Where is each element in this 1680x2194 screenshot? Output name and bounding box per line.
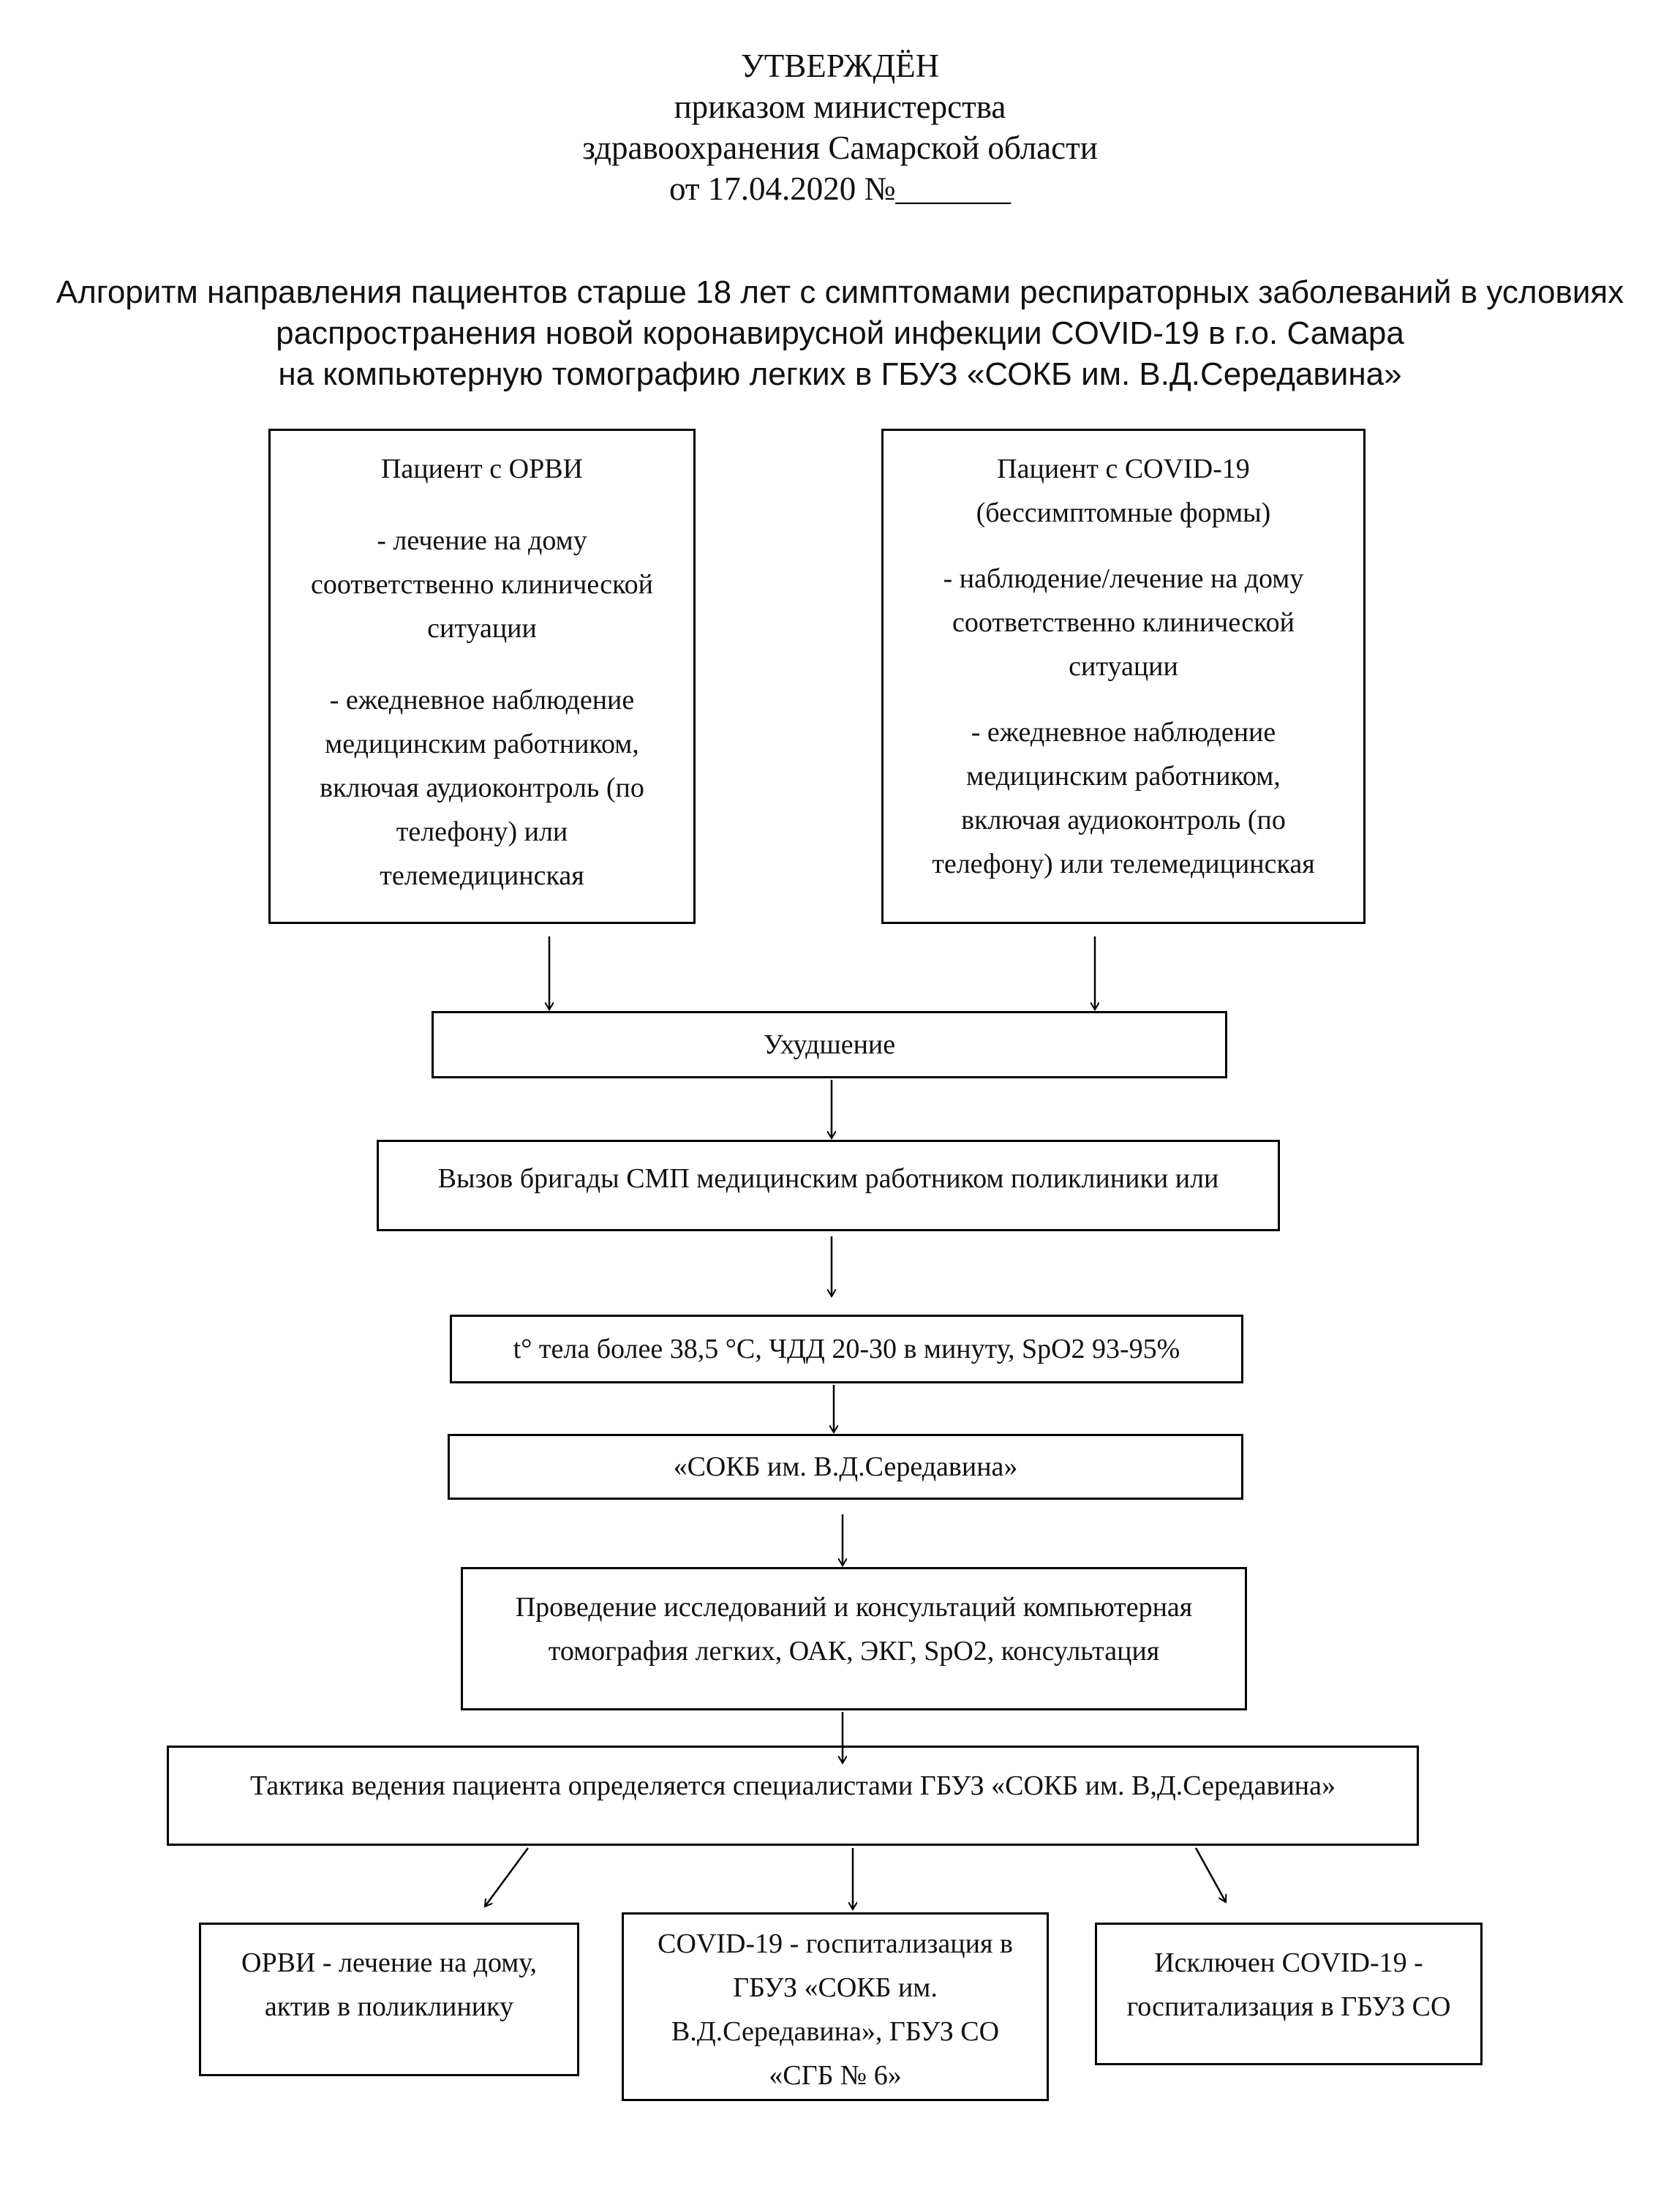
approval-order: приказом министерства bbox=[674, 89, 1006, 125]
text-line: В.Д.Середавина», ГБУЗ СО bbox=[671, 2016, 1000, 2047]
orvi-home-treatment: - лечение на дому соответственно клиниче… bbox=[271, 519, 693, 650]
text-line: - ежедневное наблюдение bbox=[329, 685, 635, 715]
examinations-box: Проведение исследований и консультаций к… bbox=[461, 1567, 1247, 1710]
text-line: телефону) или bbox=[396, 816, 568, 847]
text-line: «СГБ № 6» bbox=[769, 2060, 902, 2091]
outcome-orvi-box: ОРВИ - лечение на дому, актив в поликлин… bbox=[199, 1923, 579, 2076]
text-line: Проведение исследований и консультаций к… bbox=[515, 1592, 1193, 1623]
criteria-label: t° тела более 38,5 °С, ЧДД 20-30 в минут… bbox=[513, 1334, 1180, 1364]
arrow-tactics-to-orvi bbox=[485, 1847, 530, 1906]
ambulance-call-label: Вызов бригады СМП медицинским работником… bbox=[437, 1163, 1219, 1194]
outcome-excluded-box: Исключен COVID-19 - госпитализация в ГБУ… bbox=[1095, 1923, 1483, 2065]
hospital-box: «СОКБ им. В.Д.Середавина» bbox=[448, 1434, 1243, 1500]
text-line: Исключен COVID-19 - bbox=[1154, 1947, 1423, 1978]
covid-daily-monitoring: - ежедневное наблюдение медицинским рабо… bbox=[884, 710, 1363, 886]
text-line: медицинским работником, bbox=[966, 761, 1281, 792]
outcome-covid-box: COVID-19 - госпитализация в ГБУЗ «СОКБ и… bbox=[622, 1912, 1049, 2101]
tactics-label: Тактика ведения пациента определяется сп… bbox=[249, 1770, 1336, 1801]
orvi-patient-box: Пациент с ОРВИ - лечение на дому соответ… bbox=[268, 429, 696, 924]
text-line: соответственно клинической bbox=[952, 607, 1295, 638]
approval-status: УТВЕРЖДЁН bbox=[740, 48, 940, 84]
covid-patient-box: Пациент с COVID-19 (бессимптомные формы)… bbox=[881, 429, 1366, 924]
text-line: томография легких, ОАК, ЭКГ, SpO2, консу… bbox=[548, 1636, 1160, 1667]
approval-ministry: здравоохранения Самарской области bbox=[582, 129, 1098, 166]
ambulance-call-box: Вызов бригады СМП медицинским работником… bbox=[377, 1140, 1280, 1231]
worsening-label: Ухудшение bbox=[763, 1029, 896, 1060]
hospital-label: «СОКБ им. В.Д.Середавина» bbox=[673, 1451, 1018, 1482]
text-line: - ежедневное наблюдение bbox=[971, 717, 1276, 748]
text-line: ГБУЗ «СОКБ им. bbox=[733, 1972, 938, 2003]
document-title: Алгоритм направления пациентов старше 18… bbox=[29, 272, 1651, 395]
tactics-box: Тактика ведения пациента определяется сп… bbox=[167, 1746, 1419, 1846]
text-line: COVID-19 - госпитализация в bbox=[658, 1928, 1013, 1959]
text-line: включая аудиоконтроль (по bbox=[961, 805, 1286, 835]
text-line: телефону) или телемедицинская bbox=[932, 849, 1315, 879]
approval-date: от 17.04.2020 №_______ bbox=[668, 170, 1011, 207]
text-line: - лечение на дому bbox=[377, 525, 587, 556]
text-line: госпитализация в ГБУЗ СО bbox=[1126, 1991, 1451, 2022]
orvi-daily-monitoring: - ежедневное наблюдение медицинским рабо… bbox=[271, 678, 693, 898]
covid-patient-heading: Пациент с COVID-19 bbox=[997, 454, 1250, 484]
covid-home-treatment: - наблюдение/лечение на дому соответстве… bbox=[884, 557, 1363, 688]
text-line: - наблюдение/лечение на дому bbox=[943, 563, 1304, 594]
text-line: ситуации bbox=[1069, 651, 1178, 682]
covid-patient-subheading: (бессимптомные формы) bbox=[976, 497, 1271, 528]
text-line: включая аудиоконтроль (по bbox=[320, 773, 644, 803]
title-line: распространения новой коронавирусной инф… bbox=[276, 315, 1404, 351]
title-line: Алгоритм направления пациентов старше 18… bbox=[56, 274, 1624, 310]
text-line: соответственно клинической bbox=[311, 569, 653, 600]
title-line: на компьютерную томографию легких в ГБУЗ… bbox=[278, 356, 1402, 392]
orvi-patient-heading: Пациент с ОРВИ bbox=[380, 454, 584, 484]
text-line: актив в поликлинику bbox=[264, 1991, 514, 2022]
text-line: ситуации bbox=[427, 613, 537, 644]
text-line: ОРВИ - лечение на дому, bbox=[241, 1947, 537, 1978]
arrow-tactics-to-excluded bbox=[1194, 1847, 1226, 1902]
text-line: телемедицинская bbox=[380, 860, 584, 891]
criteria-box: t° тела более 38,5 °С, ЧДД 20-30 в минут… bbox=[450, 1315, 1243, 1383]
worsening-box: Ухудшение bbox=[432, 1011, 1227, 1078]
text-line: медицинским работником, bbox=[325, 729, 639, 759]
approval-block: УТВЕРЖДЁН приказом министерства здравоох… bbox=[0, 45, 1680, 209]
